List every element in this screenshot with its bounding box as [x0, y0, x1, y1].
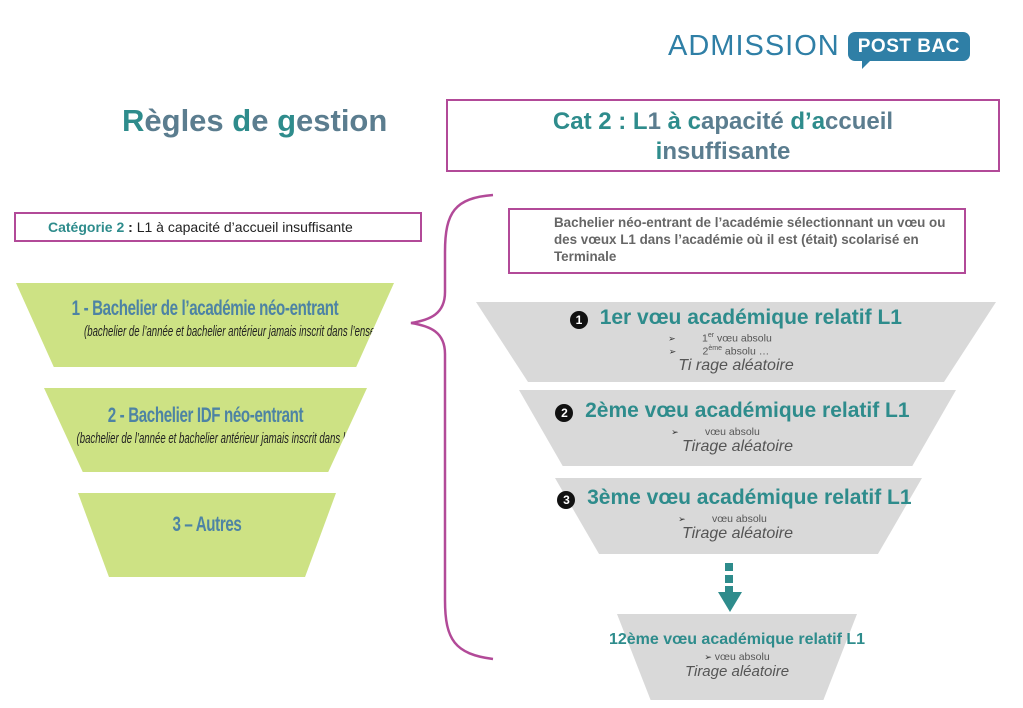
header-part: à — [667, 108, 688, 135]
header-part: 1 — [647, 108, 668, 135]
voeu-12-line: vœu absolu — [714, 651, 770, 663]
continuation-dot — [725, 563, 733, 571]
header-part: i — [655, 138, 663, 165]
voeu-2-line: vœu absolu — [704, 426, 760, 438]
level-2-subtitle: (bachelier de l’année et bachelier antér… — [76, 430, 454, 447]
arrowhead-bullet-icon: ➢ — [678, 514, 686, 524]
category-label: Catégorie — [48, 219, 113, 235]
arrowhead-bullet-icon: ➢ — [671, 427, 679, 437]
title-part: R — [122, 103, 145, 138]
voeu-1-line1: 1 — [701, 332, 708, 345]
category-header-box: Cat 2 : L1 à capacité d’accueil insuffisa… — [446, 99, 1000, 172]
title-part: g — [277, 103, 297, 138]
priority-level-2: 2 - Bachelier IDF néo-entrant (bachelier… — [44, 388, 367, 472]
title-part: d — [232, 103, 252, 138]
header-part: ccueil — [825, 108, 894, 135]
header-part: apacité — [700, 108, 791, 135]
arrowhead-bullet-icon: ➢ — [668, 333, 676, 344]
priority-level-1: 1 - Bachelier de l’académie néo-entrant … — [16, 283, 394, 367]
voeu-3-content: 3 3ème vœu académique relatif L1 ➢ vœu a… — [519, 486, 956, 543]
voeu-1-tirage: Ti rage aléatoire — [678, 357, 794, 374]
voeu-3-tirage: Tirage aléatoire — [681, 525, 794, 542]
level-1-subtitle: (bachelier de l’année et bachelier antér… — [84, 323, 461, 340]
voeu-1-line2-text: absolu … — [722, 345, 770, 357]
priority-level-3: 3 – Autres — [78, 493, 336, 577]
level-3-title: 3 – Autres — [172, 513, 242, 536]
voeu-2-tirage: Tirage aléatoire — [681, 438, 794, 455]
voeu-2-title: 2ème vœu académique relatif L1 — [585, 399, 910, 422]
voeu-1-line2: 2 — [702, 345, 709, 357]
voeu-2-content: 2 2ème vœu académique relatif L1 ➢ vœu a… — [519, 399, 956, 456]
voeu-3-title: 3ème vœu académique relatif L1 — [587, 486, 912, 509]
page-title: Règles de gestion — [122, 103, 387, 139]
logo-badge: POST BAC — [847, 31, 970, 69]
level-2-title: 2 - Bachelier IDF néo-entrant — [107, 404, 304, 427]
number-bullet: 3 — [557, 491, 576, 509]
title-part: ègles — [144, 103, 233, 138]
voeu-1-funnel — [476, 302, 996, 382]
header-part: nsuffisante — [662, 138, 791, 165]
header-part: L — [632, 108, 648, 135]
number-bullet: 2 — [555, 404, 574, 422]
level-1-title: 1 - Bachelier de l’académie néo-entrant — [71, 297, 339, 320]
voeu-1-line1-text: vœu absolu — [714, 332, 772, 345]
continuation-dot — [725, 575, 733, 583]
title-part: e — [251, 103, 278, 138]
voeu-3-funnel — [555, 478, 922, 554]
header-part: 2 : — [591, 108, 633, 135]
description-box: Bachelier néo-entrant de l’académie séle… — [508, 208, 966, 274]
voeu-1-content: 1 1er vœu académique relatif L1 ➢ 1er vœ… — [476, 306, 996, 375]
voeu-2-funnel — [519, 390, 956, 466]
title-part: estion — [296, 103, 388, 138]
header-part: a — [811, 108, 826, 135]
header-part: Cat — [552, 108, 592, 135]
category-colon: : — [124, 219, 137, 235]
voeu-3-line: vœu absolu — [711, 513, 767, 525]
arrowhead-bullet-icon: ➢ — [668, 346, 677, 356]
down-arrow-icon — [718, 586, 742, 612]
voeu-1-line1-sup: er — [707, 332, 715, 339]
category-number: 2 — [112, 219, 125, 235]
category-box: Catégorie 2 : L1 à capacité d’accueil in… — [14, 212, 422, 242]
admission-post-bac-logo: ADMISSION POST BAC — [668, 24, 970, 69]
voeu-1-title: 1er vœu académique relatif L1 — [599, 306, 902, 329]
header-part: d’ — [790, 108, 812, 135]
curly-brace — [410, 193, 494, 661]
category-text: L1 à capacité d’accueil insuffisante — [136, 219, 353, 235]
voeu-1-line2-sup: ème — [708, 344, 722, 352]
voeu-12-tirage: Tirage aléatoire — [684, 663, 790, 680]
voeu-12-title: 12ème vœu académique relatif L1 — [608, 631, 866, 648]
voeu-12-funnel — [617, 614, 857, 700]
arrowhead-bullet-icon: ➢ — [704, 652, 712, 662]
number-bullet: 1 — [570, 311, 589, 329]
header-part: c — [687, 108, 701, 135]
logo-word: ADMISSION — [668, 29, 840, 62]
voeu-12-content: 12ème vœu académique relatif L1 ➢ vœu ab… — [577, 631, 897, 680]
